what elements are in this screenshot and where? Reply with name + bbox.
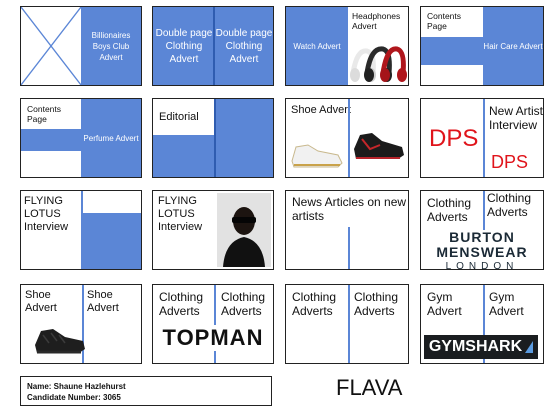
- clothing-adverts-left-label: Clothing Adverts: [159, 290, 204, 319]
- black-sneaker-image: [35, 329, 85, 354]
- editorial-panel-right: [215, 99, 273, 135]
- double-page-advert-left: Double page Clothing Advert: [155, 27, 213, 65]
- burton-logo-line-3: LONDON: [445, 261, 519, 270]
- watch-advert-label: Watch Advert: [293, 41, 341, 51]
- spread-3: Watch Advert Headphones Advert: [285, 6, 409, 86]
- dps-right-text: DPS: [491, 152, 529, 172]
- shoe-advert-label: Shoe Advert: [291, 104, 351, 116]
- spread-7: Shoe Advert: [285, 98, 409, 178]
- clothing-adverts-left-label: Clothing Adverts: [427, 196, 472, 225]
- billionaires-advert-label: Billionaires Boys Club Advert: [91, 30, 131, 62]
- spine: [483, 99, 485, 177]
- spread-14: Clothing Adverts Clothing Adverts TOPMAN: [152, 284, 274, 364]
- spread-11: News Articles on new artists: [285, 190, 409, 270]
- burton-menswear-logo: BURTON MENSWEAR LONDON: [423, 229, 541, 270]
- shoe-advert-left-label: Shoe Advert: [25, 289, 57, 315]
- spread-2: Double page Clothing Advert Double page …: [152, 6, 274, 86]
- double-page-advert-right: Double page Clothing Advert: [215, 27, 273, 65]
- spine: [348, 227, 350, 269]
- spread-4: Contents Page Hair Care Advert: [420, 6, 544, 86]
- perfume-advert-panel: [81, 99, 141, 177]
- clothing-adverts-left-label: Clothing Adverts: [292, 290, 337, 319]
- clothing-adverts-right-label: Clothing Adverts: [487, 191, 532, 220]
- burton-logo-line-2: MENSWEAR: [436, 244, 528, 260]
- new-artist-interview-label: New Artist Interview: [489, 104, 544, 133]
- flying-lotus-photo: [217, 193, 271, 267]
- spread-15: Clothing Adverts Clothing Adverts: [285, 284, 409, 364]
- magazine-title: FLAVA: [336, 375, 403, 400]
- contents-page-label: Contents Page: [27, 104, 62, 125]
- cross-placeholder: [21, 7, 81, 85]
- shark-fin-icon: [525, 341, 534, 353]
- spread-9: FLYING LOTUS Interview: [20, 190, 142, 270]
- burton-logo-line-1: BURTON: [449, 229, 515, 245]
- shoe-advert-right-label: Shoe Advert: [87, 289, 119, 315]
- spread-16: Gym Advert Gym Advert GYMSHARK: [420, 284, 544, 364]
- gym-advert-right-label: Gym Advert: [489, 290, 524, 319]
- spread-1: Billionaires Boys Club Advert: [20, 6, 142, 86]
- spine: [82, 285, 84, 363]
- spread-6: Editorial: [152, 98, 274, 178]
- interview-panel: [81, 213, 141, 269]
- candidate-number: Candidate Number: 3065: [27, 393, 121, 402]
- hair-care-advert-label: Hair Care Advert: [483, 41, 543, 51]
- flying-lotus-interview-label: FLYING LOTUS Interview: [158, 195, 203, 234]
- spread-12: Clothing Adverts Clothing Adverts BURTON…: [420, 190, 544, 270]
- spread-13: Shoe Advert Shoe Advert: [20, 284, 142, 364]
- perfume-advert-label: Perfume Advert: [83, 133, 139, 143]
- contents-panel: [421, 37, 483, 65]
- spine: [214, 285, 216, 363]
- white-shoe-image: [291, 144, 343, 168]
- spine: [348, 285, 350, 363]
- contents-page-label: Contents Page: [427, 11, 462, 32]
- candidate-name: Name: Shaune Hazlehurst: [27, 382, 126, 391]
- spine: [213, 7, 215, 85]
- candidate-info-box: Name: Shaune Hazlehurst Candidate Number…: [20, 376, 272, 406]
- spine: [348, 99, 350, 177]
- headphones-advert-label: Headphones Advert: [352, 11, 401, 32]
- spread-5: Contents Page Perfume Advert: [20, 98, 142, 178]
- contents-panel: [21, 129, 81, 151]
- editorial-label: Editorial: [159, 111, 199, 123]
- news-articles-label: News Articles on new artists: [292, 195, 407, 224]
- spine: [483, 285, 485, 363]
- gymshark-logo: GYMSHARK: [424, 335, 538, 359]
- clothing-adverts-right-label: Clothing Adverts: [354, 290, 399, 319]
- advert-panel: [81, 7, 141, 85]
- spread-8: DPS New Artist Interview DPS: [420, 98, 544, 178]
- spine: [214, 99, 216, 177]
- clothing-adverts-right-label: Clothing Adverts: [221, 290, 266, 319]
- flying-lotus-interview-label: FLYING LOTUS Interview: [24, 195, 69, 234]
- spread-10: FLYING LOTUS Interview: [152, 190, 274, 270]
- hair-care-advert-panel: [483, 7, 543, 85]
- watch-advert-panel: [286, 7, 348, 85]
- headphones-image: [350, 46, 407, 82]
- gym-advert-left-label: Gym Advert: [427, 290, 462, 319]
- dps-left-text: DPS: [429, 125, 479, 152]
- topman-logo: TOPMAN: [157, 325, 269, 351]
- black-shoe-image: [354, 133, 404, 159]
- editorial-panel: [153, 135, 273, 177]
- gymshark-logo-text: GYMSHARK: [428, 338, 523, 355]
